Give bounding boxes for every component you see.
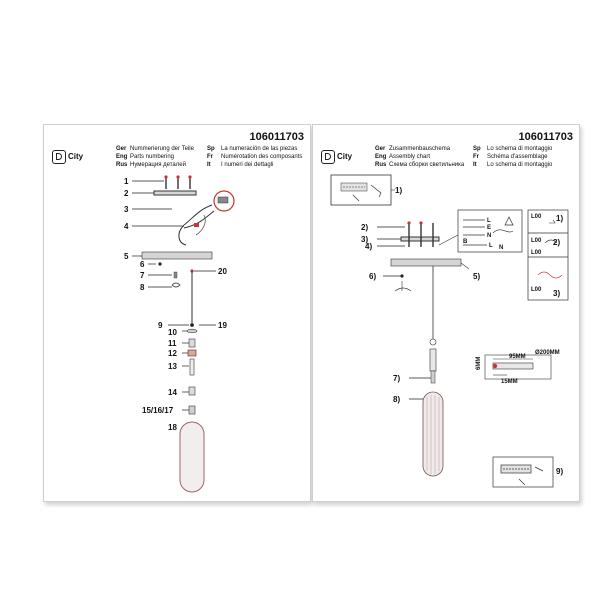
- dimension-diameter: Ø200MM: [535, 350, 560, 356]
- svg-text:L: L: [487, 218, 491, 224]
- dimension-height: 6MM: [476, 357, 482, 370]
- label-8: 8: [140, 283, 145, 292]
- label-15-16-17: 15/16/17: [142, 406, 174, 415]
- label-18: 18: [168, 423, 177, 432]
- socket-assembly-icon: [186, 323, 198, 415]
- svg-text:N: N: [499, 245, 503, 251]
- svg-text:1): 1): [556, 214, 563, 223]
- step-2-label: 2): [361, 223, 368, 232]
- socket-icon: [429, 348, 437, 372]
- step-1-drill-icon: [330, 174, 392, 206]
- canopy-plate-icon: [390, 258, 462, 267]
- glass-shade-icon: [422, 391, 444, 477]
- logo-mark-icon: [321, 150, 335, 164]
- svg-text:L00: L00: [531, 250, 542, 256]
- brand-logo: City: [321, 150, 363, 164]
- document-code: 106011703: [249, 131, 304, 143]
- svg-text:3): 3): [553, 289, 560, 298]
- wiring-harness-icon: [178, 190, 235, 246]
- svg-text:E: E: [487, 225, 491, 231]
- wiring-inset: L E N B L N: [457, 209, 523, 253]
- label-3: 3: [124, 205, 129, 214]
- step-1-label: 1): [395, 186, 402, 195]
- label-11: 11: [168, 339, 177, 348]
- svg-text:L00: L00: [531, 287, 542, 293]
- cable-clip-icon: [171, 282, 181, 288]
- connector-icon: [173, 271, 178, 279]
- brand-name: City: [68, 152, 84, 161]
- label-19: 19: [218, 321, 227, 330]
- dimension-length: 95MM: [509, 354, 526, 360]
- svg-text:L00: L00: [531, 238, 542, 244]
- parts-diagram: 1 2 3 4 5 6 7 8 9 10 11 12 13 14 15/16/1…: [124, 175, 235, 493]
- step-4-label: 4): [365, 242, 372, 251]
- document-code: 106011703: [518, 131, 573, 143]
- dimension-width: 15MM: [501, 379, 518, 385]
- svg-text:L: L: [489, 243, 493, 249]
- label-2: 2: [124, 189, 129, 198]
- assembly-diagram: 1): [330, 174, 569, 488]
- step-3-label: 3): [361, 235, 368, 244]
- label-7: 7: [140, 271, 145, 280]
- logo-mark-icon: [52, 150, 66, 164]
- label-14: 14: [168, 388, 177, 397]
- label-10: 10: [168, 328, 177, 337]
- step-7-label: 7): [393, 374, 400, 383]
- label-9: 9: [158, 321, 163, 330]
- svg-text:B: B: [463, 239, 468, 245]
- glass-shade-icon: [179, 421, 205, 493]
- svg-text:N: N: [487, 233, 491, 239]
- brand-logo: City: [52, 150, 94, 164]
- label-20: 20: [218, 267, 227, 276]
- svg-text:L00: L00: [531, 214, 542, 220]
- label-13: 13: [168, 362, 177, 371]
- label-1: 1: [124, 177, 129, 186]
- warning-icon: [504, 216, 514, 226]
- screw-icon: [158, 262, 162, 266]
- label-4: 4: [124, 222, 129, 231]
- step-6-label: 6): [369, 272, 376, 281]
- label-5: 5: [124, 252, 129, 261]
- mounting-bracket-icon: [400, 221, 440, 247]
- mounting-bracket-icon: [153, 175, 197, 196]
- step-9-label: 9): [556, 467, 563, 476]
- label-12: 12: [168, 349, 177, 358]
- step-8-label: 8): [393, 395, 400, 404]
- step-5-label: 5): [473, 272, 480, 281]
- connection-panels: [527, 209, 569, 301]
- brand-name: City: [337, 152, 353, 161]
- step-9-bulb-icon: [492, 456, 554, 488]
- canopy-plate-icon: [141, 251, 213, 260]
- bulb-dimensions-icon: [484, 354, 552, 380]
- label-6: 6: [140, 260, 145, 269]
